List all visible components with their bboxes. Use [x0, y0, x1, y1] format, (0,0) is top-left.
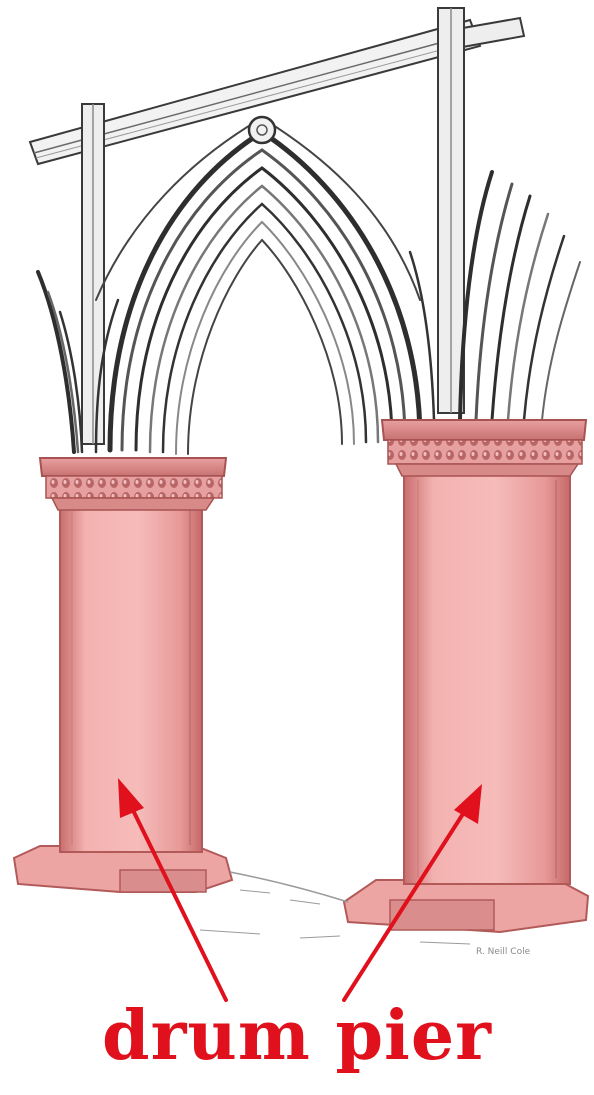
left-rib-fan [38, 272, 118, 452]
drum-pier-label: drum pier [0, 1002, 594, 1070]
artist-signature: R. Neill Cole [476, 947, 530, 957]
left-post [82, 104, 104, 444]
pointed-arch [96, 118, 420, 454]
right-rib-fan [410, 172, 580, 420]
arch-boss [249, 117, 275, 143]
left-pier [14, 458, 232, 892]
right-pier [344, 420, 588, 932]
right-post [438, 8, 464, 413]
